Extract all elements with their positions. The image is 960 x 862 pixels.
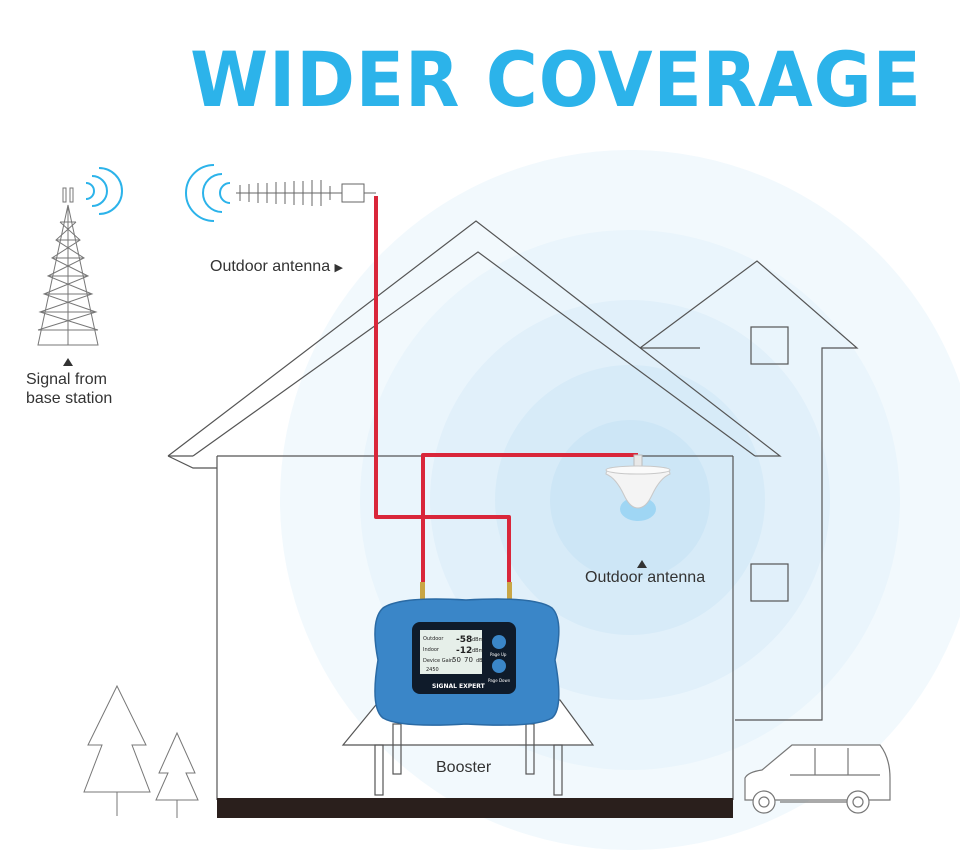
svg-text:Page Down: Page Down <box>488 678 511 683</box>
svg-text:dB: dB <box>476 658 483 664</box>
yagi-antenna-icon <box>236 180 376 206</box>
lcd-row1: Outdoor <box>423 636 444 642</box>
house-roof <box>167 220 782 469</box>
tree-icon <box>83 684 151 816</box>
cables <box>374 196 638 598</box>
booster-label: Booster <box>436 759 492 776</box>
ceiling-antenna-icon <box>605 454 671 521</box>
page-title: WIDER COVERAGE <box>190 35 922 124</box>
outdoor-antenna-label-text: Outdoor antenna <box>210 258 331 275</box>
arrow-up-icon <box>637 560 647 568</box>
page-up-button <box>492 635 506 649</box>
svg-text:Indoor: Indoor <box>423 647 440 653</box>
svg-text:70: 70 <box>464 656 473 664</box>
svg-text:Device Gain: Device Gain <box>423 658 453 664</box>
tower-label-line2: base station <box>26 390 113 407</box>
svg-text:-12: -12 <box>456 646 472 656</box>
arrow-right-icon: ▶ <box>334 262 344 274</box>
svg-text:dBm: dBm <box>472 637 484 643</box>
svg-text:50: 50 <box>452 656 461 664</box>
window <box>750 563 789 602</box>
outdoor-antenna-label: Outdoor antenna ▶ <box>210 257 343 278</box>
booster-device: Outdoor -58 dBm Indoor -12 dBm Device Ga… <box>374 582 560 726</box>
car-icon <box>744 744 891 814</box>
signal-waves-icon <box>85 167 123 215</box>
indoor-antenna-label: Outdoor antenna <box>585 569 706 586</box>
brand-label: SIGNAL EXPERT <box>432 683 486 690</box>
window <box>750 326 789 365</box>
page-down-button <box>492 659 506 673</box>
second-house <box>639 260 859 721</box>
signal-waves-icon <box>185 164 231 222</box>
tree-icon <box>155 731 199 818</box>
cell-tower-icon <box>37 187 99 346</box>
svg-text:dBm: dBm <box>472 648 484 654</box>
svg-text:-58: -58 <box>456 635 472 645</box>
tower-label-line1: Signal from <box>26 371 107 388</box>
svg-text:2450: 2450 <box>426 667 439 673</box>
arrow-up-icon <box>63 358 73 366</box>
floor <box>217 798 733 818</box>
tower-label: Signal from base station <box>26 370 112 408</box>
svg-text:Page Up: Page Up <box>490 652 507 657</box>
